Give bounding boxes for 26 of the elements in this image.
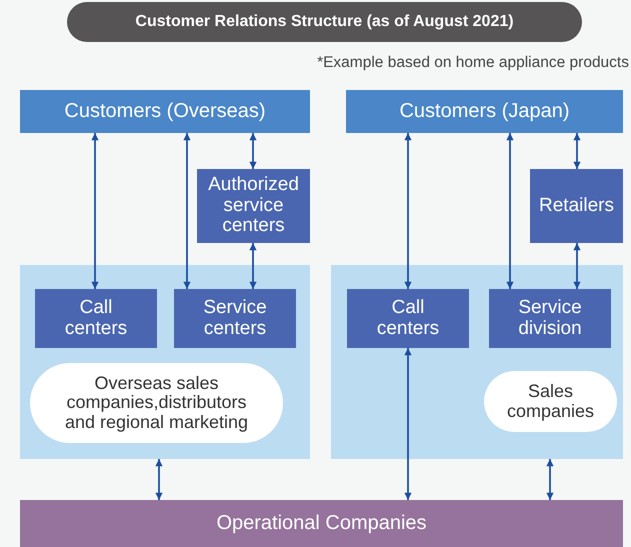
organization-box: Authorized service centers [197,169,310,243]
double-arrow [91,133,99,289]
customer-group-box: Customers (Japan) [346,90,623,133]
double-arrow [404,348,412,500]
diagram-title: Customer Relations Structure (as of August 2021) [67,2,582,42]
organization-box: Call centers [347,289,469,348]
double-arrow [573,133,581,169]
sales-company-pill: Overseas sales companies,distributors and regional marketing [30,363,283,443]
operational-companies-bar: Operational Companies [20,500,623,547]
organization-box: Call centers [35,289,157,348]
organization-box: Service division [489,289,611,348]
organization-box: Service centers [174,289,296,348]
double-arrow [183,133,191,289]
double-arrow [546,459,554,500]
double-arrow [573,243,581,289]
double-arrow [249,243,257,289]
double-arrow [249,133,257,169]
organization-box: Retailers [530,169,623,243]
sales-company-pill: Sales companies [484,371,617,432]
double-arrow [506,133,514,289]
region-panel [331,265,623,459]
double-arrow [155,459,163,500]
double-arrow [404,133,412,289]
customer-group-box: Customers (Overseas) [20,90,310,133]
region-panel [20,265,310,459]
note-text: *Example based on home appliance products [317,54,629,72]
